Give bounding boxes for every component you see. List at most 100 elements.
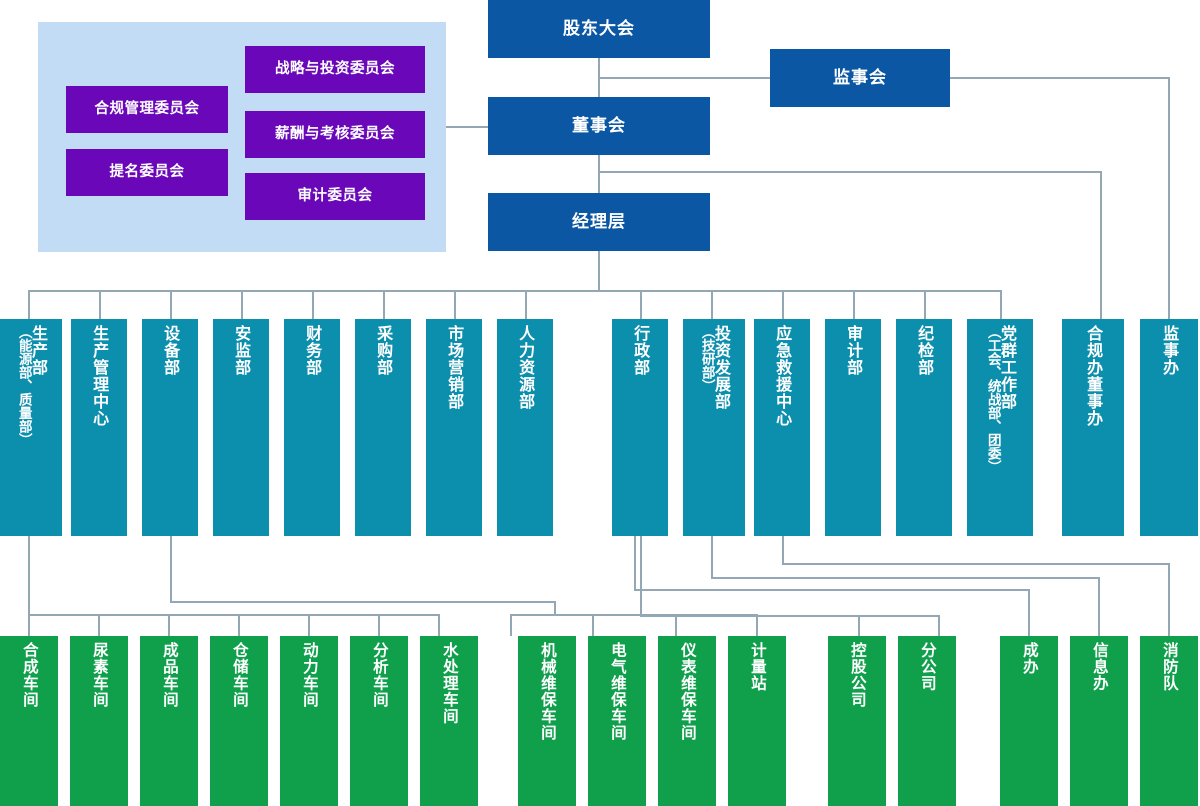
unit-box-13[interactable]: 成办 [1000,636,1058,806]
dept-box-5[interactable]: 采购部 [355,319,411,536]
dept-box-6[interactable]: 市场营销部 [426,319,482,536]
drop-unit-12 [938,615,940,636]
dept-1-main: 生产管理中心 [90,325,110,427]
unit-10-label: 计量站 [748,642,767,692]
unit-box-14[interactable]: 信息办 [1070,636,1128,806]
dept-box-12[interactable]: 纪检部 [896,319,952,536]
drop-dept-10 [782,290,784,320]
unit-3-label: 仓储车间 [230,642,249,708]
maintenance-bus [510,614,758,616]
dept-box-2[interactable]: 设备部 [142,319,198,536]
connector-supervisory-down [1168,77,1170,319]
dept-13-main: 党群工作部 [998,325,1018,410]
node-management[interactable]: 经理层 [488,193,710,251]
dept-12-main: 纪检部 [915,325,935,376]
unit-box-7[interactable]: 机械维保车间 [518,636,576,806]
connector-invest-down [711,535,713,579]
connector-emergency-right [782,563,1168,565]
node-shareholders-meeting[interactable]: 股东大会 [488,0,710,58]
unit-7-label: 机械维保车间 [538,642,557,741]
committee-nomination[interactable]: 提名委员会 [66,149,228,196]
connector-management-down [598,249,600,291]
drop-unit-13 [1028,589,1030,636]
unit-box-8[interactable]: 电气维保车间 [588,636,646,806]
unit-14-label: 信息办 [1090,642,1109,692]
unit-box-12[interactable]: 分公司 [898,636,956,806]
dept-5-main: 采购部 [374,325,394,376]
drop-dept-11 [853,290,855,320]
unit-box-9[interactable]: 仪表维保车间 [658,636,716,806]
workshop-bus [28,614,440,616]
dept-10-main: 应急救援中心 [773,325,793,427]
committee-audit[interactable]: 审计委员会 [245,173,425,220]
drop-dept-5 [383,290,385,320]
unit-box-5[interactable]: 分析车间 [350,636,408,806]
connector-prodmgmt-right [634,589,1030,591]
dept-15-main: 监事办 [1160,325,1180,376]
connector-board-to-management [598,155,600,195]
unit-box-11[interactable]: 控股公司 [828,636,886,806]
dept-13-sub: （工会、统战部、团委） [984,325,1001,474]
shareholders-meeting-label: 股东大会 [563,18,635,39]
dept-box-14[interactable]: 合规办董事办 [1062,319,1124,536]
connector-prodmgmt-down [634,535,636,591]
connector-supervisory-right [948,77,1170,79]
dept-9-sub: （技研部） [698,325,715,393]
dept-box-3[interactable]: 安监部 [213,319,269,536]
department-bus-right [598,290,1002,292]
dept-box-1[interactable]: 生产管理中心 [71,319,127,536]
committee-compliance[interactable]: 合规管理委员会 [66,86,228,133]
committee-nomination-label: 提名委员会 [109,163,185,180]
dept-8-main: 行政部 [631,325,651,376]
dept-0-sub: （能源部、质量部） [15,325,32,447]
dept-7-main: 人力资源部 [516,325,536,410]
connector-admin-down [640,535,642,616]
dept-box-13[interactable]: 党群工作部 （工会、统战部、团委） [967,319,1033,536]
drop-dept-0 [28,290,30,320]
committee-remuneration-assessment[interactable]: 薪酬与考核委员会 [245,111,425,158]
unit-box-4[interactable]: 动力车间 [280,636,338,806]
dept-box-7[interactable]: 人力资源部 [497,319,553,536]
unit-box-0[interactable]: 合成车间 [0,636,58,806]
node-board-of-directors[interactable]: 董事会 [488,97,710,155]
unit-box-1[interactable]: 尿素车间 [70,636,128,806]
node-supervisory-board[interactable]: 监事会 [770,49,950,107]
unit-box-3[interactable]: 仓储车间 [210,636,268,806]
unit-box-2[interactable]: 成品车间 [140,636,198,806]
drop-unit-15 [1168,563,1170,636]
unit-box-15[interactable]: 消防队 [1140,636,1198,806]
drop-unit-6 [438,614,440,636]
committee-remuneration-assessment-label: 薪酬与考核委员会 [275,125,395,142]
drop-unit-10 [756,614,758,636]
supervisory-board-label: 监事会 [833,67,887,88]
unit-8-label: 电气维保车间 [608,642,627,741]
dept-4-main: 财务部 [303,325,323,376]
committee-audit-label: 审计委员会 [297,187,373,204]
dept-box-10[interactable]: 应急救援中心 [754,319,810,536]
dept-box-4[interactable]: 财务部 [284,319,340,536]
connector-admin-right [640,615,860,617]
dept-box-11[interactable]: 审计部 [825,319,881,536]
drop-dept-8 [640,290,642,320]
unit-1-label: 尿素车间 [90,642,109,708]
unit-2-label: 成品车间 [160,642,179,708]
drop-unit-4 [308,614,310,636]
unit-11-label: 控股公司 [848,642,867,708]
connector-production-down [28,535,30,615]
dept-14-main: 合规办董事办 [1084,325,1104,427]
dept-box-0[interactable]: 生产部 （能源部、质量部） [0,319,62,536]
dept-box-9[interactable]: 投资发展部 （技研部） [683,319,745,536]
dept-2-main: 设备部 [161,325,181,376]
committee-strategy-investment[interactable]: 战略与投资委员会 [245,46,425,93]
unit-box-6[interactable]: 水处理车间 [420,636,478,806]
dept-box-8[interactable]: 行政部 [612,319,668,536]
unit-6-label: 水处理车间 [440,642,459,725]
unit-12-label: 分公司 [918,642,937,692]
dept-box-15[interactable]: 监事办 [1140,319,1198,536]
subsidiary-bus [858,615,940,617]
unit-box-10[interactable]: 计量站 [728,636,786,806]
dept-3-main: 安监部 [232,325,252,376]
drop-unit-7 [510,614,512,636]
connector-shareholders-to-supervisory [598,77,772,79]
